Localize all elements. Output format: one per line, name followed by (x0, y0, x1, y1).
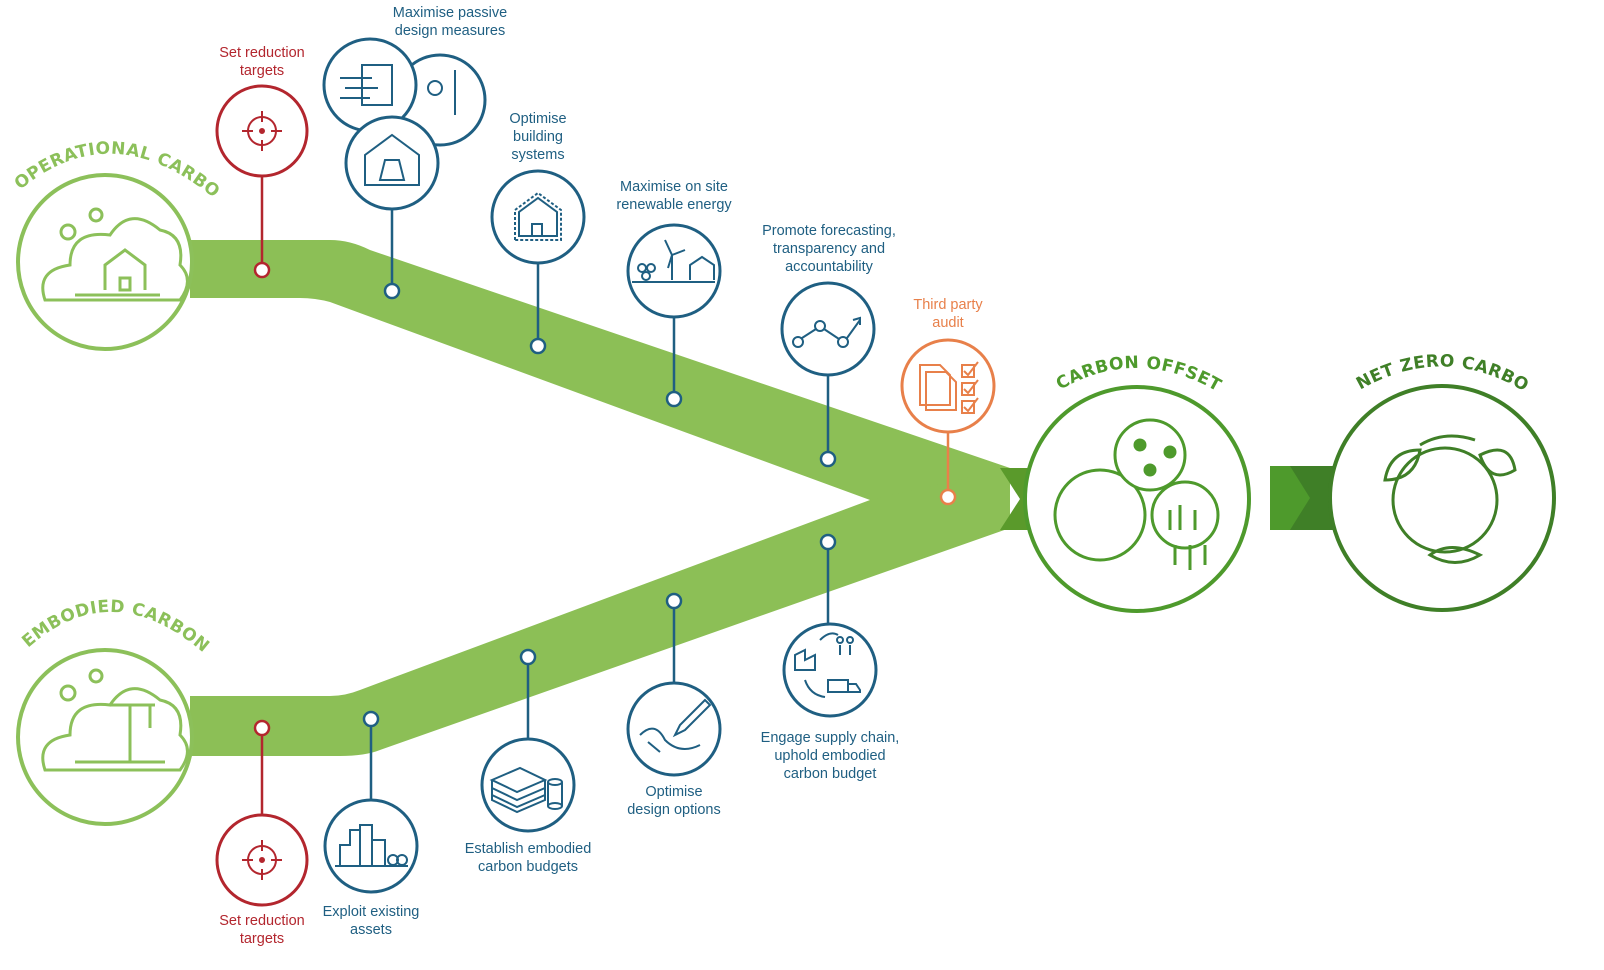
audit-label: Third party audit (913, 297, 983, 331)
target-crosshair-icon (242, 840, 282, 880)
audit-step (900, 338, 996, 506)
design-options-step (626, 592, 722, 777)
city-buildings-icon (335, 824, 408, 867)
globe-molecules-factory-icon (1053, 418, 1220, 570)
cloud-house-icon (41, 207, 189, 302)
passive-step (322, 37, 487, 300)
forecasting-step (780, 281, 876, 468)
systems-label: Optimise building systems (509, 111, 567, 163)
em-targets-label: Set reduction targets (219, 913, 305, 947)
operational-carbon-node (16, 173, 194, 351)
budgets-step (480, 648, 576, 833)
systems-step (490, 169, 586, 355)
existing-step (323, 710, 419, 894)
money-stacks-icon (489, 766, 563, 814)
operational-carbon-path (190, 240, 1010, 528)
pen-drawing-icon (639, 698, 712, 753)
globe-leaves-icon (1383, 434, 1517, 564)
op-targets-step (215, 84, 309, 279)
renewable-label: Maximise on site renewable energy (616, 179, 732, 213)
arrow-band-mid (1270, 466, 1310, 530)
forecasting-label: Promote forecasting, transparency and ac… (762, 223, 896, 275)
design-options-label: Optimise design options (627, 784, 721, 818)
cloud-crane-icon (41, 668, 189, 772)
house-outline-icon (514, 191, 562, 241)
embodied-carbon-path (190, 468, 1010, 756)
supply-chain-cycle-icon (794, 632, 861, 698)
checklist-icon (919, 361, 979, 414)
carbon-offsets-node (1023, 385, 1251, 613)
supply-chain-step (782, 533, 878, 718)
supply-chain-label: Engage supply chain, uphold embodied car… (760, 730, 900, 782)
trend-line-icon (792, 316, 861, 348)
wind-turbine-icon (632, 239, 715, 283)
renewable-step (626, 223, 722, 408)
passive-label: Maximise passive design measures (392, 5, 508, 39)
existing-label: Exploit existing assets (322, 904, 420, 938)
em-targets-step (215, 719, 309, 907)
wind-window-sun-mass-icon (340, 64, 456, 186)
embodied-carbon-node (16, 648, 194, 826)
op-targets-label: Set reduction targets (219, 45, 305, 79)
target-crosshair-icon (242, 111, 282, 151)
budgets-label: Establish embodied carbon budgets (464, 841, 592, 875)
net-zero-node (1328, 384, 1556, 612)
